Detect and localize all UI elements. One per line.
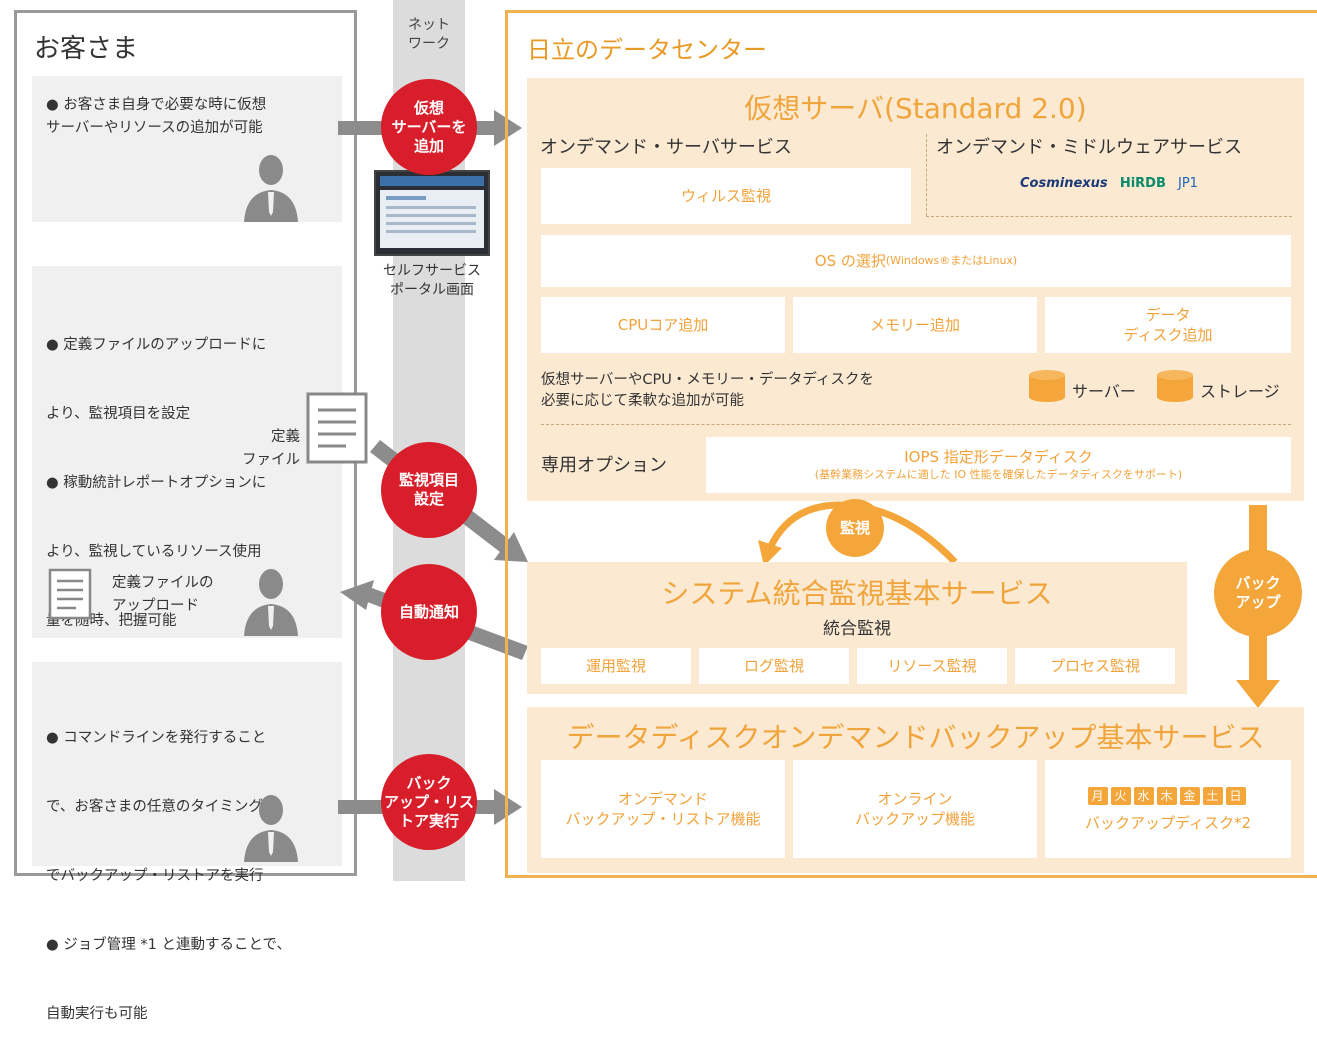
add-server-circle: 仮想 サーバーを 追加 (381, 79, 477, 175)
customer-block-add-server (32, 76, 342, 222)
resource-monitoring-box: リソース監視 (857, 648, 1007, 684)
person-icon (244, 155, 298, 222)
customer-block1-text: ● お客さま自身で必要な時に仮想サーバーやリソースの追加が可能 (46, 97, 267, 136)
ondemand-backup-restore-box: オンデマンド バックアップ・リストア機能 (541, 760, 785, 858)
storage-label: ストレージ (1200, 382, 1280, 401)
log-monitoring-box: ログ監視 (699, 648, 849, 684)
cosminexus-logo: Cosminexus (1020, 176, 1108, 191)
server-icon (1029, 370, 1065, 402)
customer-title: お客さま (34, 34, 139, 64)
day-chip: 金 (1179, 787, 1200, 805)
day-chip: 日 (1225, 787, 1246, 805)
storage-icon (1157, 370, 1193, 402)
auto-notify-circle: 自動通知 (381, 564, 477, 660)
jp1-logo: JP1 (1178, 176, 1198, 191)
day-chip: 土 (1202, 787, 1223, 805)
datacenter-title: 日立のデータセンター (527, 36, 767, 64)
integrated-monitoring-label: 統合監視 (823, 619, 891, 639)
middleware-logos: Cosminexus HiRDB JP1 (1020, 176, 1220, 196)
backup-disk-box: 月火水木金土日 バックアップディスク*2 (1045, 760, 1291, 858)
operation-monitoring-box: 運用監視 (541, 648, 691, 684)
def-file-label: 定義ファイル (242, 429, 300, 468)
day-chip: 木 (1156, 787, 1177, 805)
customer-block3-text: ● コマンドラインを発行すること で、お客さまの任意のタイミング でバックアップ… (46, 730, 291, 1022)
backup-badge: バック アップ (1214, 549, 1302, 637)
memory-add-box: メモリー追加 (793, 297, 1037, 353)
iops-disk-box: IOPS 指定形データディスク (基幹業務システムに適した IO 性能を確保した… (706, 437, 1291, 493)
day-chip: 月 (1087, 787, 1108, 805)
monitor-badge: 監視 (826, 499, 884, 557)
backup-service-title: データディスクオンデマンドバックアップ基本サービス (566, 721, 1265, 754)
network-label: ネット ワーク (408, 17, 450, 52)
ondemand-middleware-label: オンデマンド・ミドルウェアサービス (936, 137, 1242, 158)
os-select-box: OS の選択(Windows®またはLinux) (541, 235, 1291, 287)
document-icon (306, 392, 368, 464)
person-icon (244, 569, 298, 636)
virtual-server-title: 仮想サーバ(Standard 2.0) (744, 92, 1087, 125)
flex-add-text: 仮想サーバーやCPU・メモリー・データディスクを 必要に応じて柔軟な追加が可能 (541, 372, 874, 409)
online-backup-box: オンライン バックアップ機能 (793, 760, 1037, 858)
dedicated-option-label: 専用オプション (541, 455, 667, 476)
server-label: サーバー (1072, 382, 1136, 401)
portal-label: セルフサービス ポータル画面 (383, 263, 481, 298)
weekday-chips: 月火水木金土日 (1087, 785, 1249, 805)
customer-block2-text: ● 定義ファイルのアップロードに より、監視項目を設定 ● 稼動統計レポートオプ… (46, 337, 267, 629)
document-icon (48, 568, 92, 620)
process-monitoring-box: プロセス監視 (1015, 648, 1175, 684)
person-icon (244, 795, 298, 862)
day-chip: 火 (1110, 787, 1131, 805)
customer-block-backup (32, 662, 342, 866)
data-disk-add-box: データ ディスク追加 (1045, 297, 1291, 353)
virus-monitoring-box: ウィルス監視 (541, 168, 911, 224)
monitoring-setting-circle: 監視項目 設定 (381, 442, 477, 538)
day-chip: 水 (1133, 787, 1154, 805)
hirdb-logo: HiRDB (1119, 176, 1166, 191)
datacenter-frame (505, 10, 1317, 878)
backup-restore-circle: バック アップ・リス トア実行 (381, 754, 477, 850)
virtual-server-block (527, 78, 1304, 501)
system-monitoring-title: システム統合監視基本サービス (661, 577, 1053, 610)
cpu-add-box: CPUコア追加 (541, 297, 785, 353)
upload-label: 定義ファイルのアップロード (112, 575, 214, 614)
ondemand-server-label: オンデマンド・サーバサービス (540, 137, 792, 158)
portal-screenshot (374, 170, 490, 256)
